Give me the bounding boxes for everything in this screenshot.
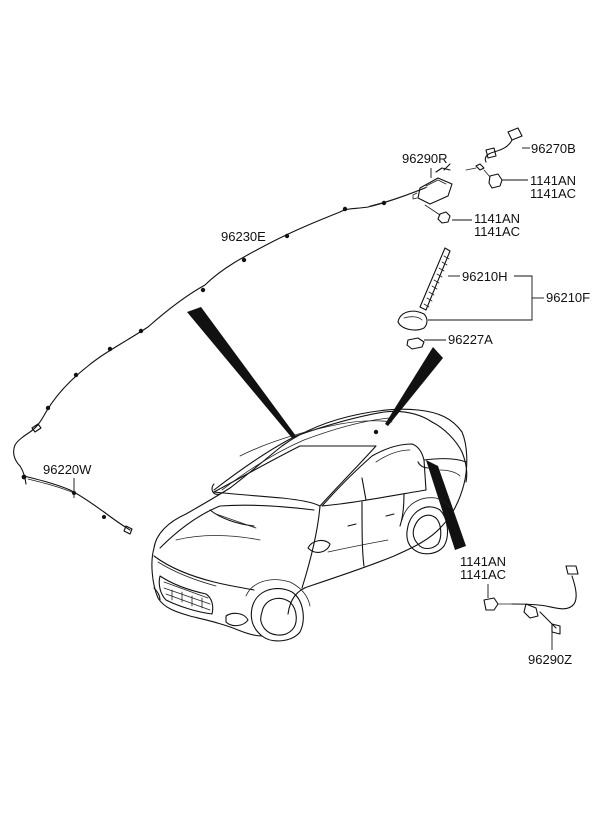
- car-illustration: [151, 408, 468, 642]
- antenna-mast: [419, 247, 460, 311]
- label-96210h: 96210H: [462, 269, 508, 284]
- bracket-96290r: [412, 163, 453, 205]
- bracket-96210f: [428, 275, 544, 321]
- sensor-96290z: [483, 565, 579, 650]
- nut-96227a: [406, 337, 446, 350]
- label-96290r: 96290R: [402, 151, 448, 166]
- leader-wedges: [187, 307, 466, 550]
- part-labels: 96270B 96290R 1141AN 1141AC 1141AN 1141A…: [43, 141, 590, 667]
- label-96210f: 96210F: [546, 290, 590, 305]
- label-1141ac-lower: 1141AC: [460, 567, 506, 582]
- cable-96230e: [13, 186, 428, 485]
- label-96290z: 96290Z: [528, 652, 572, 667]
- label-96220w: 96220W: [43, 462, 92, 477]
- connector-96270b: [465, 127, 530, 189]
- label-96230e: 96230E: [221, 229, 266, 244]
- label-1141an-upper: 1141AN: [530, 173, 576, 188]
- antenna-base: [397, 310, 428, 331]
- cable-96220w: [21, 474, 133, 535]
- label-1141ac-upper: 1141AC: [530, 186, 576, 201]
- bolt-upper: [424, 204, 472, 224]
- label-96270b: 96270B: [531, 141, 576, 156]
- label-96227a: 96227A: [448, 332, 493, 347]
- label-1141ac-mid: 1141AC: [474, 224, 520, 239]
- label-1141an-lower: 1141AN: [460, 554, 506, 569]
- label-1141an-mid: 1141AN: [474, 211, 520, 226]
